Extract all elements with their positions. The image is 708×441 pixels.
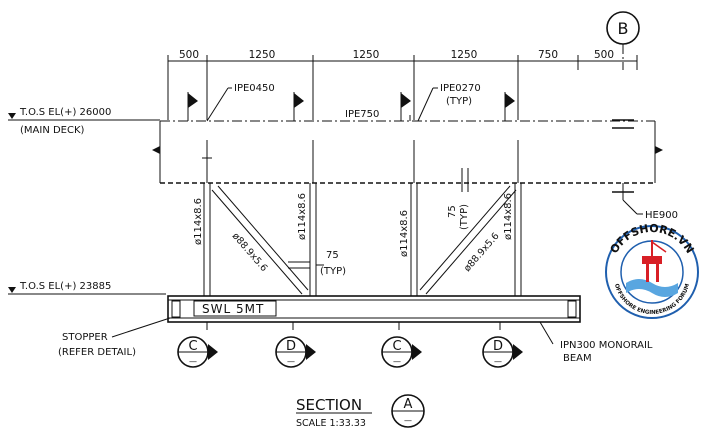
label-ipe270-typ: (TYP) — [446, 96, 472, 107]
label-ipe750: IPE750 — [345, 109, 379, 120]
section-marker-4-sub: — — [494, 357, 502, 366]
dim-75-lower: 75 (TYP) — [288, 250, 346, 277]
dim-750: 750 — [538, 49, 558, 61]
section-title: SECTION — [296, 396, 362, 414]
dim-500-right: 500 — [594, 49, 614, 61]
he900-column: HE900 — [612, 119, 678, 221]
monorail-line-1: IPN300 MONORAIL — [560, 340, 653, 351]
level-main-deck-note: (MAIN DECK) — [20, 125, 85, 136]
dim-500-left: 500 — [179, 49, 199, 61]
dim-1250-a: 1250 — [249, 49, 276, 61]
label-pipe-114-2: ø114x8.6 — [297, 193, 308, 240]
section-marker-4-letter: D — [493, 339, 503, 354]
label-pipe-114-3: ø114x8.6 — [399, 210, 410, 257]
section-marker-4: D — — [482, 336, 523, 368]
dim-75-upper-typ: (TYP) — [459, 204, 470, 230]
label-ipe450: IPE0450 — [234, 83, 275, 94]
section-marker-2: D — — [275, 336, 316, 368]
section-title-block: SECTION SCALE 1:33.33 A — — [296, 394, 425, 429]
swl-label: SWL 5MT — [202, 302, 264, 316]
label-brace-88-1: ø88.9x5.6 — [230, 231, 270, 274]
stopper-note: STOPPER (REFER DETAIL) — [58, 317, 171, 358]
section-marker-2-letter: D — [286, 339, 296, 354]
section-marker-1-sub: — — [189, 357, 197, 366]
deck-flags — [187, 92, 515, 121]
dimension-string: 500 1250 1250 1250 750 500 — [167, 49, 638, 120]
monorail-line-2: BEAM — [563, 353, 592, 364]
section-marker-3-letter: C — [392, 339, 401, 354]
dim-75-lower-value: 75 — [326, 250, 339, 261]
section-title-letter: A — [404, 397, 413, 412]
section-marker-3: C — — [381, 336, 422, 368]
section-scale: SCALE 1:33.33 — [296, 418, 366, 429]
deck-stubs — [202, 140, 519, 183]
label-he900: HE900 — [645, 210, 678, 221]
dim-1250-b: 1250 — [353, 49, 380, 61]
offshore-logo: OFFSHORE.VN OFFSHORE ENGINEERING FORUM — [605, 222, 699, 319]
main-deck-beam: IPE750 — [152, 109, 663, 184]
monorail-beam: SWL 5MT — [167, 295, 581, 330]
label-pipe-114-4: ø114x8.6 — [503, 193, 514, 240]
label-ipe270: IPE0270 — [440, 83, 481, 94]
braces — [211, 185, 517, 295]
callout-ipe270: IPE0270 (TYP) — [417, 83, 481, 122]
level-main-deck: T.O.S EL(+) 26000 (MAIN DECK) — [8, 107, 160, 136]
stopper-line-2: (REFER DETAIL) — [58, 347, 136, 358]
level-lower: T.O.S EL(+) 23885 — [8, 281, 166, 295]
dim-75-upper-value: 75 — [447, 205, 458, 218]
label-pipe-114-1: ø114x8.6 — [193, 198, 204, 245]
section-marker-3-sub: — — [393, 357, 401, 366]
stopper-line-1: STOPPER — [62, 332, 108, 343]
section-title-sub: — — [404, 416, 412, 425]
dim-1250-c: 1250 — [451, 49, 478, 61]
level-main-deck-label: T.O.S EL(+) 26000 — [19, 107, 111, 118]
dim-75-upper: 75 (TYP) — [447, 168, 470, 230]
callout-ipe450: IPE0450 — [206, 83, 275, 122]
dim-75-lower-typ: (TYP) — [320, 266, 346, 277]
grid-bubble-label: B — [618, 19, 629, 38]
section-marker-1-letter: C — [188, 339, 197, 354]
hangers — [203, 183, 522, 296]
section-marker-1: C — — [177, 336, 218, 368]
level-lower-label: T.O.S EL(+) 23885 — [19, 281, 111, 292]
label-brace-88-2: ø88.9x5.6 — [462, 231, 502, 274]
section-marker-2-sub: — — [287, 357, 295, 366]
grid-bubble-b: B — [606, 11, 640, 70]
monorail-note: IPN300 MONORAIL BEAM — [539, 321, 653, 364]
